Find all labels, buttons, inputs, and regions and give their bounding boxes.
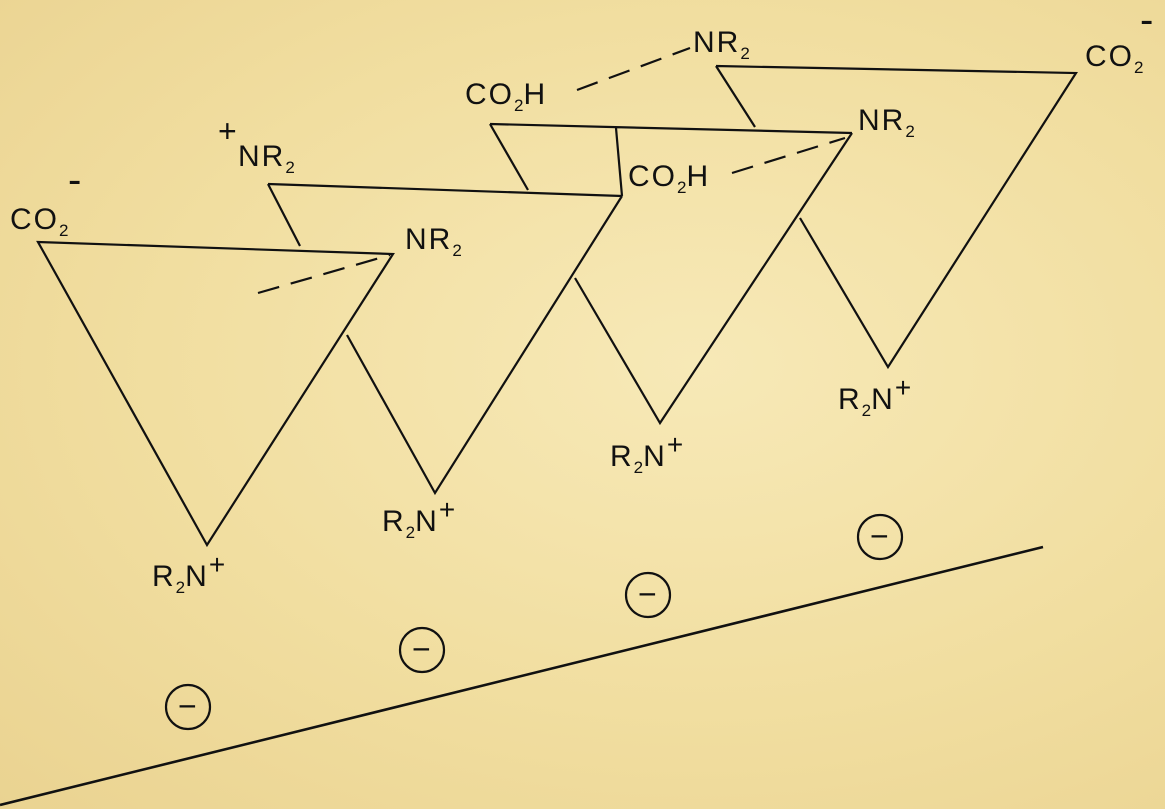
label-co2-right: CO2 bbox=[1085, 40, 1143, 77]
label-r2n-3: R2N+ bbox=[610, 431, 683, 477]
label-nr2-third-right: NR2 bbox=[858, 104, 915, 141]
surface-minus-2: − bbox=[412, 631, 431, 667]
label-co2h-second-right-tail: H bbox=[686, 160, 711, 193]
label-r2n-2-main: N bbox=[415, 505, 439, 538]
label-nr2-fourth-top-sub: 2 bbox=[740, 44, 750, 63]
label-r2n-2: R2N+ bbox=[382, 496, 455, 542]
label-r2n-1-main: N bbox=[185, 560, 209, 593]
surface-minus-3: − bbox=[638, 576, 657, 612]
label-co2h-third-top-tail: H bbox=[523, 78, 548, 111]
surface-charge-3 bbox=[624, 571, 672, 619]
surface-charge-2 bbox=[398, 626, 446, 674]
label-co2-left-main: CO bbox=[10, 203, 59, 236]
label-co2h-third-top: CO2H bbox=[465, 78, 548, 115]
label-nr2-second-top: NR2 bbox=[238, 140, 295, 177]
label-r2n-3-sub: 2 bbox=[633, 458, 644, 477]
label-co2h-third-top-main: CO bbox=[465, 78, 514, 111]
label-r2n-4-pre: R bbox=[838, 383, 862, 416]
triangle-4 bbox=[715, 64, 1078, 370]
label-r2n-3-sup: + bbox=[666, 429, 684, 460]
label-co2h-second-right-sub: 2 bbox=[677, 178, 687, 197]
hbond-3 bbox=[576, 46, 691, 92]
label-nr2-third-right-sub: 2 bbox=[905, 122, 915, 141]
label-nr2-second-top-sub: 2 bbox=[285, 158, 295, 177]
surface-minus-1: − bbox=[178, 688, 197, 724]
label-r2n-2-sub: 2 bbox=[405, 523, 416, 542]
label-co2-left-charge: - bbox=[68, 158, 84, 202]
label-co2-right-charge: - bbox=[1140, 0, 1156, 42]
label-co2-left-sub: 2 bbox=[59, 221, 69, 240]
triangle-2 bbox=[267, 182, 623, 496]
label-nr2-plus-sign: + bbox=[218, 113, 239, 149]
hbond-1 bbox=[257, 253, 391, 295]
surface-charge-4 bbox=[856, 513, 904, 561]
label-r2n-2-pre: R bbox=[382, 505, 406, 538]
surface-minus-4: − bbox=[870, 518, 889, 554]
label-co2-right-main: CO bbox=[1085, 40, 1134, 73]
surface-line bbox=[0, 545, 1044, 807]
triangle-1 bbox=[36, 240, 395, 548]
label-nr2-fourth-top: NR2 bbox=[693, 26, 750, 63]
label-r2n-1-sub: 2 bbox=[175, 578, 186, 597]
label-co2h-second-right: CO2H bbox=[628, 160, 711, 197]
hbond-2 bbox=[731, 136, 846, 175]
label-r2n-3-pre: R bbox=[610, 440, 634, 473]
label-co2-right-sub: 2 bbox=[1134, 58, 1144, 77]
label-r2n-1-sup: + bbox=[208, 549, 226, 580]
label-r2n-1-pre: R bbox=[152, 560, 176, 593]
label-nr2-second-top-main: NR bbox=[238, 140, 286, 173]
label-r2n-3-main: N bbox=[643, 440, 667, 473]
label-r2n-4-sub: 2 bbox=[861, 401, 872, 420]
label-nr2-first-right-sub: 2 bbox=[452, 241, 462, 260]
surface-charge-1 bbox=[164, 683, 212, 731]
triangle-3 bbox=[489, 122, 853, 426]
label-nr2-first-right-main: NR bbox=[405, 223, 453, 256]
label-r2n-4-main: N bbox=[871, 383, 895, 416]
label-r2n-4-sup: + bbox=[894, 372, 912, 403]
label-r2n-2-sup: + bbox=[438, 494, 456, 525]
label-co2h-second-right-main: CO bbox=[628, 160, 677, 193]
label-r2n-4: R2N+ bbox=[838, 374, 911, 420]
label-co2h-third-top-sub: 2 bbox=[514, 96, 524, 115]
label-nr2-fourth-top-main: NR bbox=[693, 26, 741, 59]
label-nr2-third-right-main: NR bbox=[858, 104, 906, 137]
label-co2-left: CO2 bbox=[10, 203, 68, 240]
label-nr2-first-right: NR2 bbox=[405, 223, 462, 260]
label-r2n-1: R2N+ bbox=[152, 551, 225, 597]
